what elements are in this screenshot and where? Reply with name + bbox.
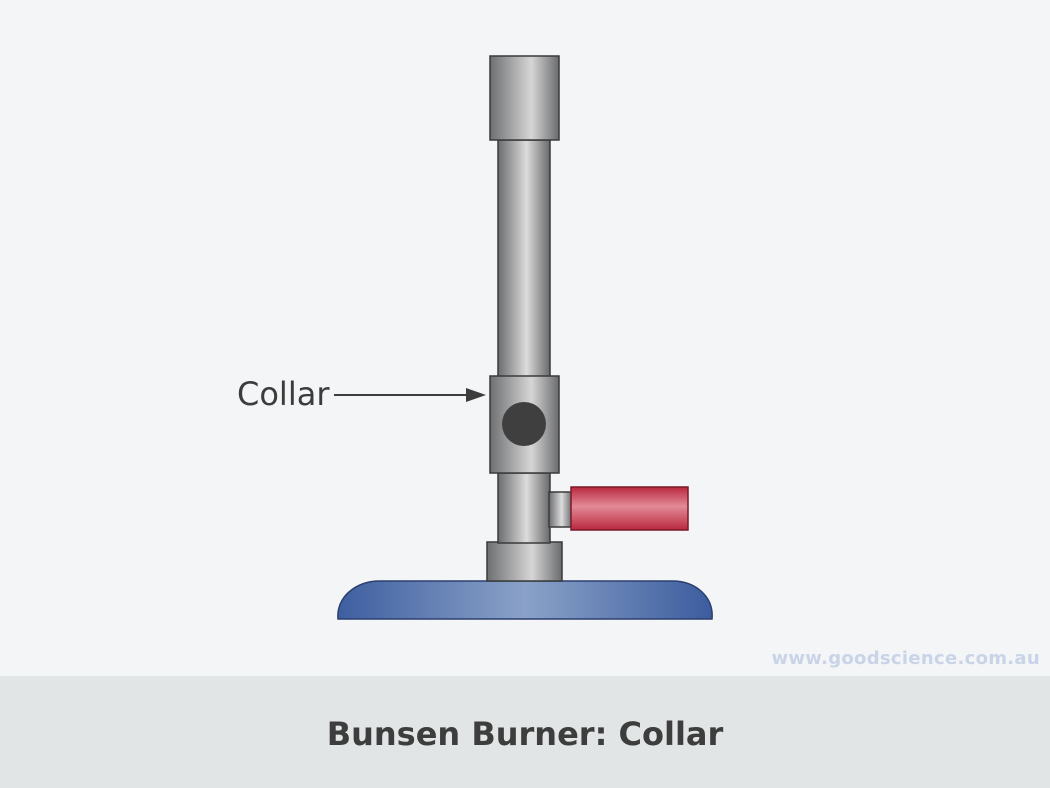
watermark-url: www.goodscience.com.au — [771, 648, 1040, 669]
gas-inlet-connector — [548, 491, 573, 528]
collar-pointer-arrow — [334, 388, 486, 402]
collar-label: Collar — [237, 375, 330, 413]
caption-title: Bunsen Burner: Collar — [326, 715, 724, 753]
gas-inlet-hose — [570, 486, 689, 531]
lower-barrel — [497, 472, 551, 544]
base-stem — [486, 541, 563, 582]
base-plate — [337, 580, 713, 620]
barrel-tube — [497, 139, 551, 378]
air-hole — [502, 402, 546, 446]
bunsen-burner-illustration — [334, 55, 713, 620]
caption-band: Bunsen Burner: Collar — [0, 676, 1050, 788]
barrel-top-cap — [489, 55, 560, 141]
